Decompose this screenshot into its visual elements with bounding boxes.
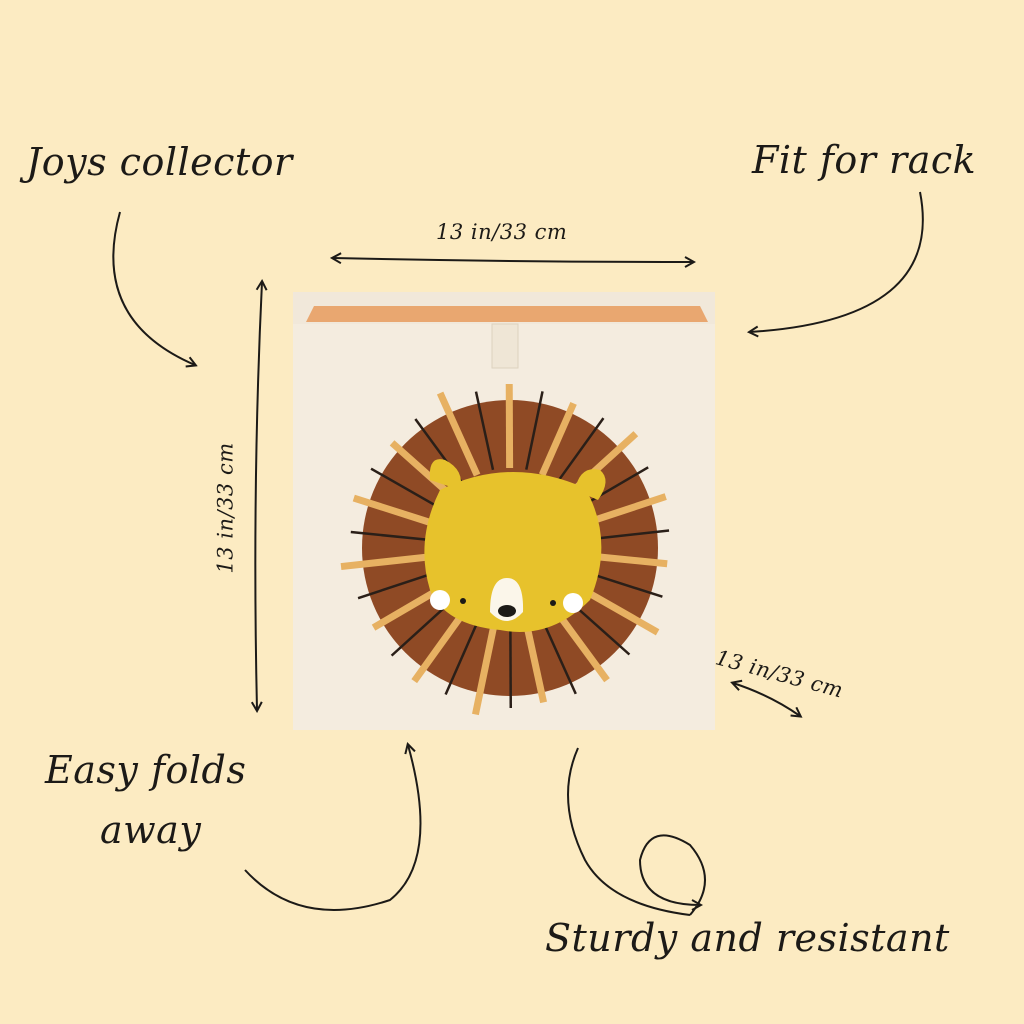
mane-thread [474,391,495,471]
dimension-height: 13 in/33 cm [213,442,238,574]
mane-strip [411,610,467,684]
mane-thread [390,600,452,657]
mane-thread [370,467,442,510]
lion-nose [498,605,516,617]
rack-arrow [750,191,924,332]
mane-strip [436,391,481,477]
label-fit-for-rack: Fit for rack [752,138,977,182]
mane-strip [340,553,431,571]
dimension-width: 13 in/33 cm [436,220,568,244]
mane-strip [472,625,498,716]
label-away: away [100,808,202,852]
height-arrow [255,282,262,710]
label-easy-folds: Easy folds [45,748,247,792]
lion-eye-right [550,600,556,606]
mane-strip [352,494,435,527]
lion-cheek-right [563,593,583,613]
mane-strip [538,401,577,477]
mane-thread [357,571,435,600]
mane-thread [589,529,670,541]
mane-thread [555,417,605,484]
sturdy-arrow [567,747,705,916]
lion-eye-left [460,598,466,604]
box-pull-tab [491,323,519,369]
mane-thread [525,391,544,470]
mane-strip [584,493,667,527]
mane-strip [554,610,610,683]
lion-face [424,471,602,632]
lion-applique [340,383,670,716]
joys-arrow [112,211,195,365]
label-sturdy-and-resistant: Sturdy and resistant [545,916,950,960]
mane-strip [371,585,443,631]
lion-cheek-left [430,590,450,610]
folds-arrow [244,745,422,911]
mane-thread [444,620,479,695]
mane-strip [389,440,453,498]
label-joys-collector: Joys collector [26,140,293,184]
lion-ear-left [429,459,461,490]
box-interior [306,306,708,322]
mane-thread [350,530,431,542]
annotation-arrows [112,191,924,916]
mane-thread [541,620,577,695]
width-arrow [333,258,693,262]
depth-arrow [733,683,800,716]
mane-strip [523,625,547,704]
mane-strips [340,383,670,716]
mane-strip [577,584,660,636]
mane-strip [589,552,668,568]
mane-thread [585,571,663,598]
